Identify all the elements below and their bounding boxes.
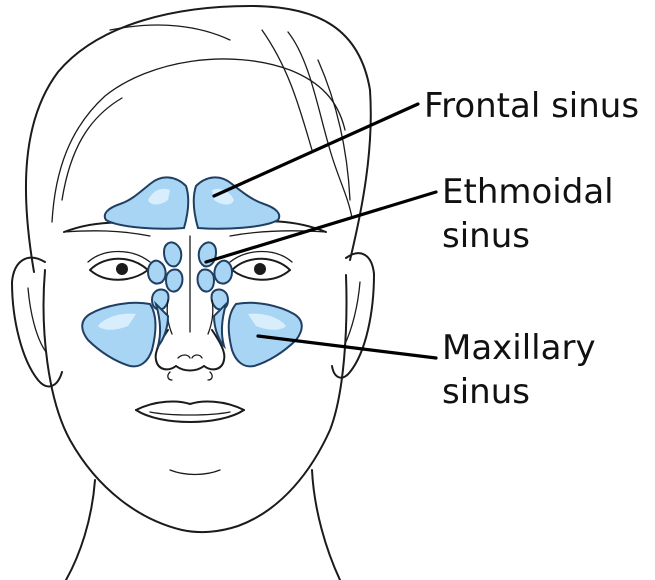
right-pupil [254, 263, 266, 275]
mouth [136, 402, 244, 422]
nose [156, 330, 225, 380]
left-pupil [116, 263, 128, 275]
frontal-sinus-label-text: Frontal sinus [424, 86, 639, 126]
head-outline [12, 6, 374, 580]
frontal-sinus-label: Frontal sinus [424, 84, 639, 128]
eyebrows [64, 221, 326, 236]
maxillary-label-line2: sinus [442, 370, 596, 414]
maxillary-label-line1: Maxillary [442, 326, 596, 370]
ethmoidal-sinus-label: Ethmoidal sinus [442, 170, 614, 258]
frontal-leader-line [214, 104, 418, 196]
ethmoidal-label-line2: sinus [442, 214, 614, 258]
ethmoidal-label-line1: Ethmoidal [442, 170, 614, 214]
maxillary-sinus-label: Maxillary sinus [442, 326, 596, 414]
frontal-sinus [105, 177, 279, 228]
